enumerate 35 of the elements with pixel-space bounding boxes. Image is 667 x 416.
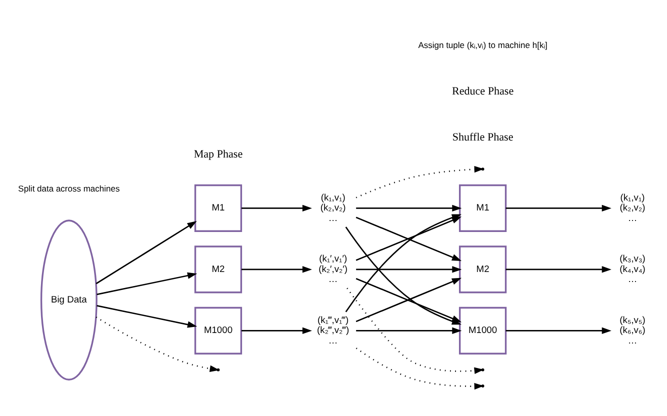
arrow bbox=[241, 326, 312, 334]
label: Assign tuple (kᵢ,vᵢ) to machine h[kᵢ] bbox=[418, 39, 548, 50]
arrow bbox=[241, 266, 312, 272]
arrow bbox=[356, 326, 462, 334]
arrow bbox=[506, 266, 612, 272]
node-box: M2 bbox=[458, 245, 507, 293]
label: Shuffle Phase bbox=[452, 130, 514, 143]
arrow bbox=[96, 316, 220, 372]
arrow bbox=[356, 347, 484, 390]
label: Split data across machines bbox=[18, 183, 120, 194]
label: Reduce Phase bbox=[452, 85, 514, 98]
arrow bbox=[356, 266, 462, 272]
arrow bbox=[96, 272, 198, 295]
node-box: M1 bbox=[194, 184, 242, 232]
node-text: (k₁‴,v₁‴) (k₂‴,v₂‴) … bbox=[317, 314, 350, 345]
arrow bbox=[356, 166, 484, 198]
node-text: (k₅,v₅) (k₆,v₆) … bbox=[620, 314, 646, 345]
arrow bbox=[346, 287, 484, 374]
arrow bbox=[356, 204, 462, 212]
node-text: (k₁,v₁) (k₂,v₂) … bbox=[620, 192, 646, 222]
node-ellipse: Big Data bbox=[40, 219, 98, 380]
arrow bbox=[96, 304, 198, 328]
label: Map Phase bbox=[194, 148, 243, 160]
arrow bbox=[241, 204, 312, 212]
node-text: (k₁,v₁) (k₂,v₂) … bbox=[320, 192, 346, 222]
arrow bbox=[96, 220, 197, 284]
arrow bbox=[356, 277, 462, 322]
arrow bbox=[506, 326, 612, 334]
node-text: (k₃,v₃) (k₄,v₄) … bbox=[620, 253, 646, 284]
node-text: (k₁′,v₁′) (k₂′,v₂′) … bbox=[318, 253, 348, 284]
node-box: M1000 bbox=[194, 306, 242, 354]
arrow bbox=[506, 204, 612, 212]
node-box: M1 bbox=[458, 184, 507, 232]
node-box: M2 bbox=[194, 245, 242, 293]
node-box: M1000 bbox=[458, 306, 507, 354]
